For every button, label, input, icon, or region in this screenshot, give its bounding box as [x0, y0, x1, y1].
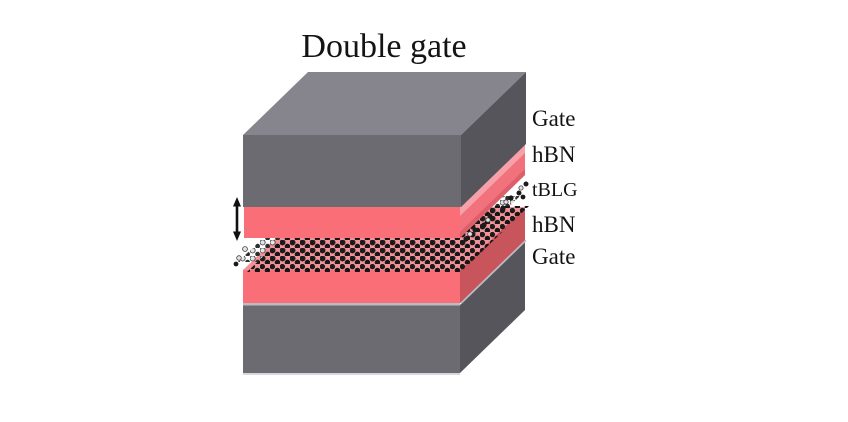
bottom-gate-bottom-edge	[243, 373, 460, 375]
top-hbn-front-face	[244, 207, 460, 238]
top-gate-slab	[243, 72, 526, 207]
label-tblg: tBLG	[532, 179, 578, 201]
bottom-gate-front-face	[243, 305, 460, 373]
top-gate-side-face	[461, 72, 526, 207]
bottom-hbn-front-face	[243, 270, 460, 303]
bottom-gate-slab	[243, 239, 527, 375]
top-gate-front-face	[243, 135, 461, 207]
label-bottom-hbn: hBN	[532, 212, 576, 237]
stray-atoms	[233, 181, 529, 267]
label-bottom-gate: Gate	[532, 244, 575, 269]
label-top-hbn: hBN	[532, 142, 576, 167]
figure-title: Double gate	[301, 28, 466, 65]
bottom-gate-top-edge	[243, 302, 460, 306]
top-hbn-side-face-shadow	[460, 169, 525, 238]
top-hbn-side-face-highlight	[460, 144, 525, 216]
bottom-hbn-side-face	[460, 207, 525, 303]
thickness-double-arrow-icon	[233, 197, 241, 241]
bottom-gate-side-face	[460, 242, 525, 373]
bottom-gate-top-edge-side	[460, 239, 527, 304]
top-gate-top-face	[243, 72, 526, 135]
label-top-gate: Gate	[532, 106, 575, 131]
